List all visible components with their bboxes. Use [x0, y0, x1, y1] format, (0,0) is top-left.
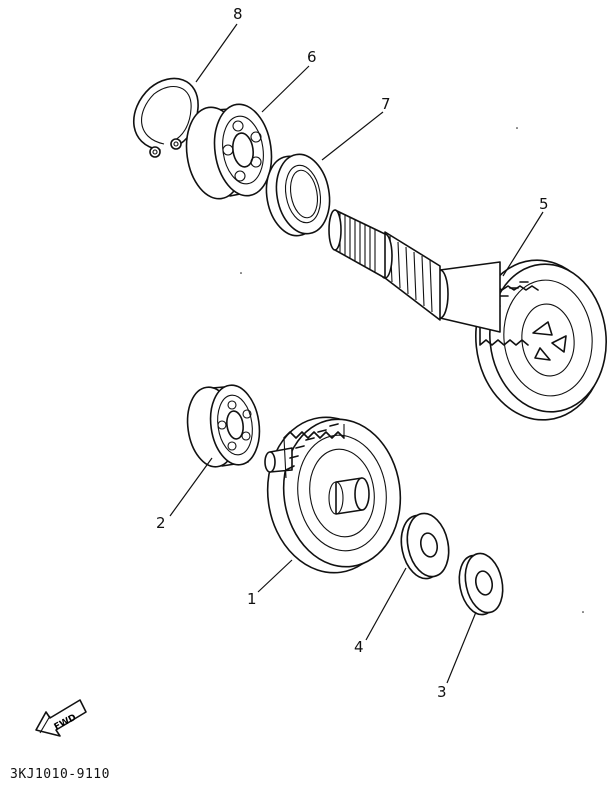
speck [516, 127, 518, 129]
label-part-4: 4 [354, 638, 364, 656]
washer-part-3 [458, 552, 504, 616]
label-part-5: 5 [539, 195, 549, 213]
speck [240, 272, 242, 274]
bearing-part-2 [186, 384, 261, 468]
washer-part-4 [400, 512, 450, 580]
shaft-part-5 [328, 209, 607, 421]
leader-lines [169, 23, 544, 684]
part-labels: 8 6 7 5 2 1 4 3 [156, 5, 549, 701]
label-part-1: 1 [247, 590, 257, 608]
oil-seal-part-7 [265, 153, 331, 237]
gear-part-1 [264, 416, 402, 574]
label-part-6: 6 [307, 48, 317, 66]
label-part-7: 7 [381, 95, 391, 113]
label-part-2: 2 [156, 514, 166, 532]
label-part-8: 8 [233, 5, 243, 23]
drawing-code: 3KJ1010-9110 [10, 767, 110, 782]
label-part-3: 3 [437, 683, 447, 701]
speck [582, 611, 584, 613]
bearing-part-6 [185, 103, 273, 200]
fwd-arrow-icon: FWD [35, 699, 87, 737]
